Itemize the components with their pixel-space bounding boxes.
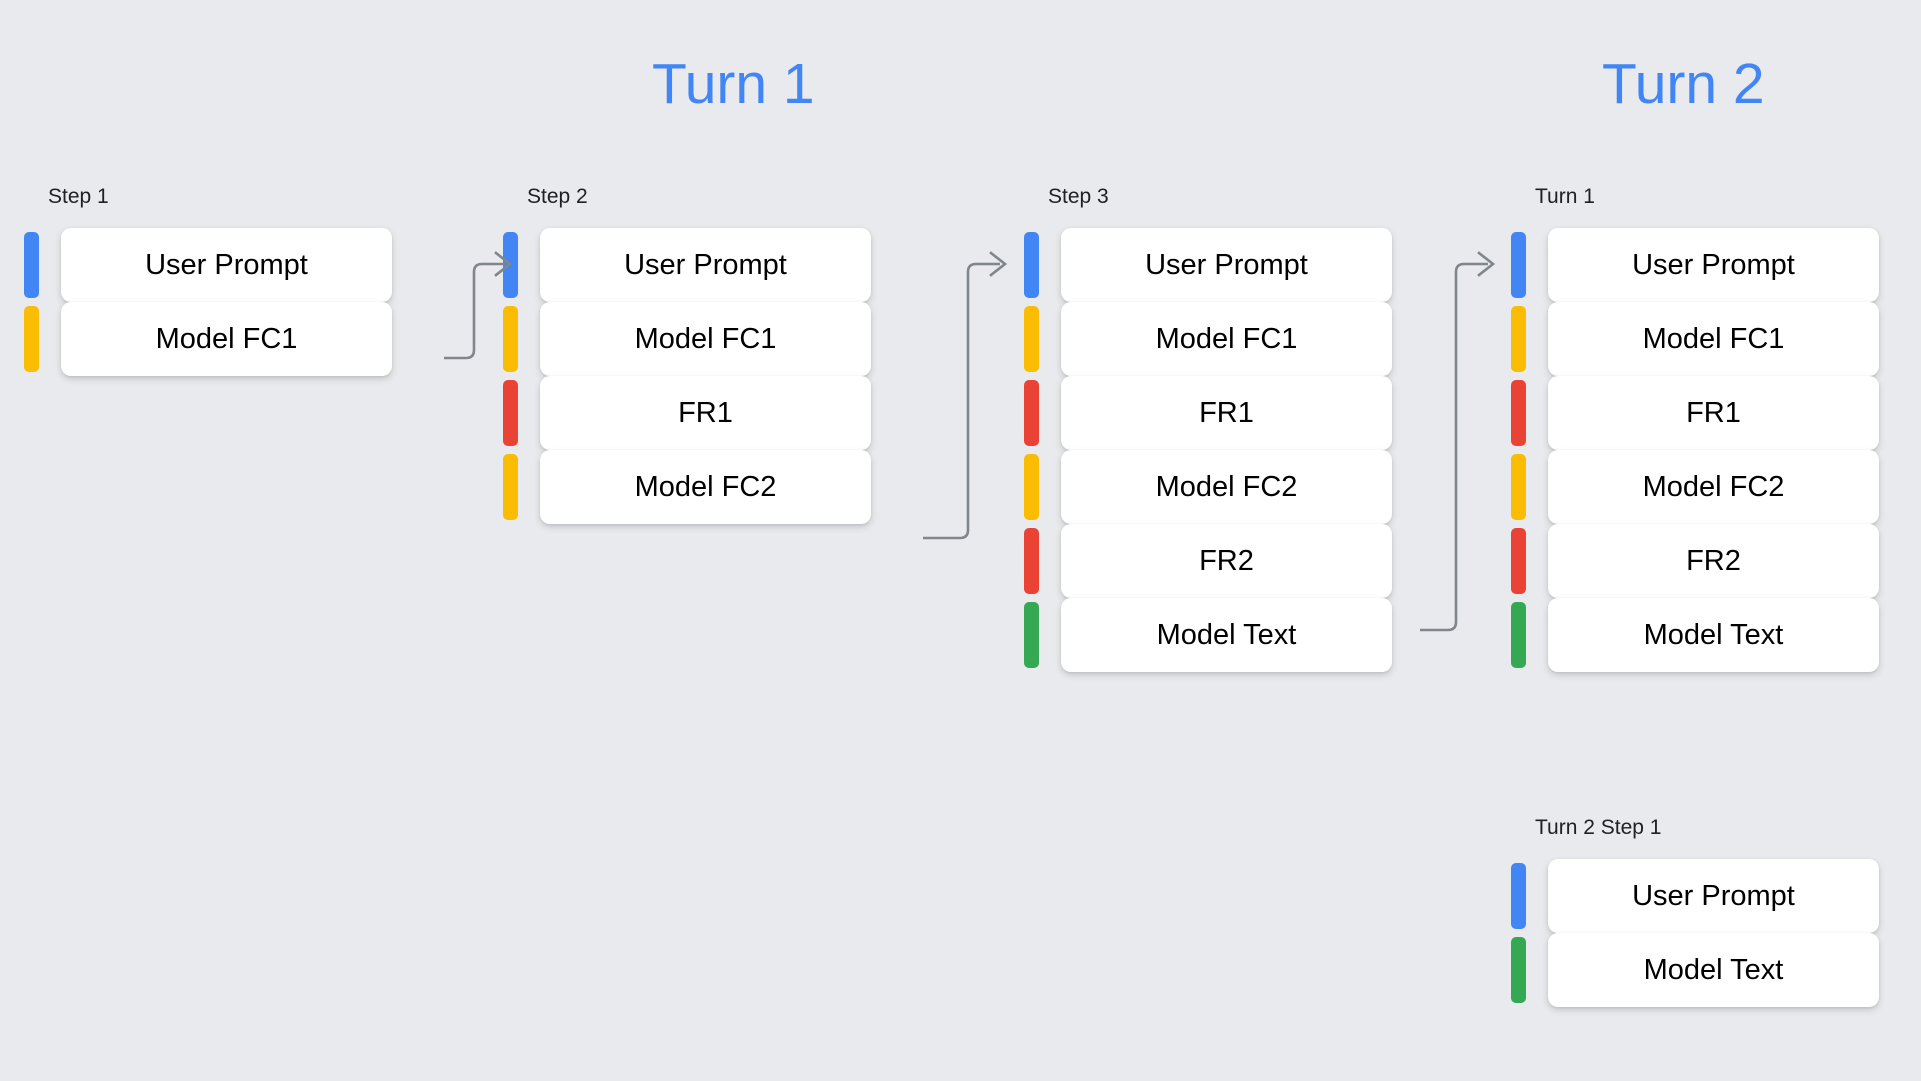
list-item[interactable]: FR2	[1511, 524, 1879, 598]
card-label: User Prompt	[624, 248, 787, 281]
list-item[interactable]: FR1	[503, 376, 871, 450]
green-status-bar-icon	[1511, 937, 1526, 1003]
column-label-turn-1-history: Turn 1	[1535, 185, 1595, 208]
card-label: Model FC2	[1642, 470, 1785, 503]
red-status-bar-icon	[1511, 528, 1526, 594]
yellow-status-bar-icon	[1511, 306, 1526, 372]
list-item[interactable]: Model Text	[1511, 933, 1879, 1007]
card-label: FR1	[1199, 396, 1254, 429]
list-item[interactable]: Model FC1	[1024, 302, 1392, 376]
yellow-status-bar-icon	[1024, 454, 1039, 520]
card-model-function-call[interactable]: Model FC1	[1061, 302, 1392, 376]
card-label: User Prompt	[1632, 248, 1795, 281]
card-function-response[interactable]: FR2	[1061, 524, 1392, 598]
card-label: Model Text	[1156, 618, 1297, 651]
list-item[interactable]: Model Text	[1511, 598, 1879, 672]
card-model-function-call[interactable]: Model FC2	[540, 450, 871, 524]
column-label-step-2: Step 2	[527, 185, 588, 208]
card-label: Model FC1	[1642, 322, 1785, 355]
card-model-function-call[interactable]: Model FC2	[1548, 450, 1879, 524]
yellow-status-bar-icon	[1024, 306, 1039, 372]
green-status-bar-icon	[1511, 602, 1526, 668]
card-model-function-call[interactable]: Model FC2	[1061, 450, 1392, 524]
card-user-prompt[interactable]: User Prompt	[1548, 859, 1879, 933]
list-item[interactable]: Model Text	[1024, 598, 1392, 672]
red-status-bar-icon	[503, 380, 518, 446]
list-item[interactable]: User Prompt	[1511, 859, 1879, 933]
card-label: User Prompt	[1145, 248, 1308, 281]
card-label: FR2	[1199, 544, 1254, 577]
turn-2-header: Turn 2	[1602, 52, 1765, 116]
card-label: Model FC2	[1155, 470, 1298, 503]
card-label: FR1	[678, 396, 733, 429]
card-function-response[interactable]: FR1	[1061, 376, 1392, 450]
card-label: Model FC1	[155, 322, 298, 355]
card-user-prompt[interactable]: User Prompt	[61, 228, 392, 302]
red-status-bar-icon	[1024, 528, 1039, 594]
arrowhead-step3-to-turn1	[1477, 251, 1496, 277]
card-label: User Prompt	[145, 248, 308, 281]
list-item[interactable]: FR1	[1511, 376, 1879, 450]
card-model-function-call[interactable]: Model FC1	[540, 302, 871, 376]
card-label: Model Text	[1643, 618, 1784, 651]
list-item[interactable]: User Prompt	[503, 228, 871, 302]
column-label-step-3: Step 3	[1048, 185, 1109, 208]
card-label: Model FC1	[1155, 322, 1298, 355]
list-item[interactable]: User Prompt	[1024, 228, 1392, 302]
card-model-text[interactable]: Model Text	[1548, 598, 1879, 672]
list-item[interactable]: Model FC1	[503, 302, 871, 376]
list-item[interactable]: Model FC1	[1511, 302, 1879, 376]
card-label: Model FC1	[634, 322, 777, 355]
card-label: FR2	[1686, 544, 1741, 577]
card-function-response[interactable]: FR1	[540, 376, 871, 450]
card-label: FR1	[1686, 396, 1741, 429]
list-item[interactable]: FR1	[1024, 376, 1392, 450]
yellow-status-bar-icon	[24, 306, 39, 372]
yellow-status-bar-icon	[503, 454, 518, 520]
green-status-bar-icon	[1024, 602, 1039, 668]
connector-step3-to-turn1-history	[1420, 262, 1488, 632]
card-user-prompt[interactable]: User Prompt	[1061, 228, 1392, 302]
card-model-text[interactable]: Model Text	[1548, 933, 1879, 1007]
card-model-function-call[interactable]: Model FC1	[61, 302, 392, 376]
list-item[interactable]: Model FC2	[1511, 450, 1879, 524]
blue-status-bar-icon	[503, 232, 518, 298]
arrowhead-step2-to-step3	[989, 251, 1008, 277]
connector-step2-to-step3	[923, 262, 1000, 540]
connector-step1-to-step2	[444, 262, 505, 360]
blue-status-bar-icon	[1511, 232, 1526, 298]
card-label: Model FC2	[634, 470, 777, 503]
blue-status-bar-icon	[1511, 863, 1526, 929]
list-item[interactable]: Model FC1	[24, 302, 392, 376]
turn-1-header: Turn 1	[652, 52, 815, 116]
card-user-prompt[interactable]: User Prompt	[540, 228, 871, 302]
card-model-text[interactable]: Model Text	[1061, 598, 1392, 672]
card-model-function-call[interactable]: Model FC1	[1548, 302, 1879, 376]
list-item[interactable]: FR2	[1024, 524, 1392, 598]
blue-status-bar-icon	[24, 232, 39, 298]
blue-status-bar-icon	[1024, 232, 1039, 298]
column-label-turn-2-step-1: Turn 2 Step 1	[1535, 816, 1662, 839]
card-label: Model Text	[1643, 953, 1784, 986]
yellow-status-bar-icon	[503, 306, 518, 372]
card-function-response[interactable]: FR1	[1548, 376, 1879, 450]
card-label: User Prompt	[1632, 879, 1795, 912]
red-status-bar-icon	[1024, 380, 1039, 446]
yellow-status-bar-icon	[1511, 454, 1526, 520]
list-item[interactable]: User Prompt	[24, 228, 392, 302]
list-item[interactable]: Model FC2	[1024, 450, 1392, 524]
list-item[interactable]: Model FC2	[503, 450, 871, 524]
card-user-prompt[interactable]: User Prompt	[1548, 228, 1879, 302]
red-status-bar-icon	[1511, 380, 1526, 446]
column-label-step-1: Step 1	[48, 185, 109, 208]
card-function-response[interactable]: FR2	[1548, 524, 1879, 598]
list-item[interactable]: User Prompt	[1511, 228, 1879, 302]
